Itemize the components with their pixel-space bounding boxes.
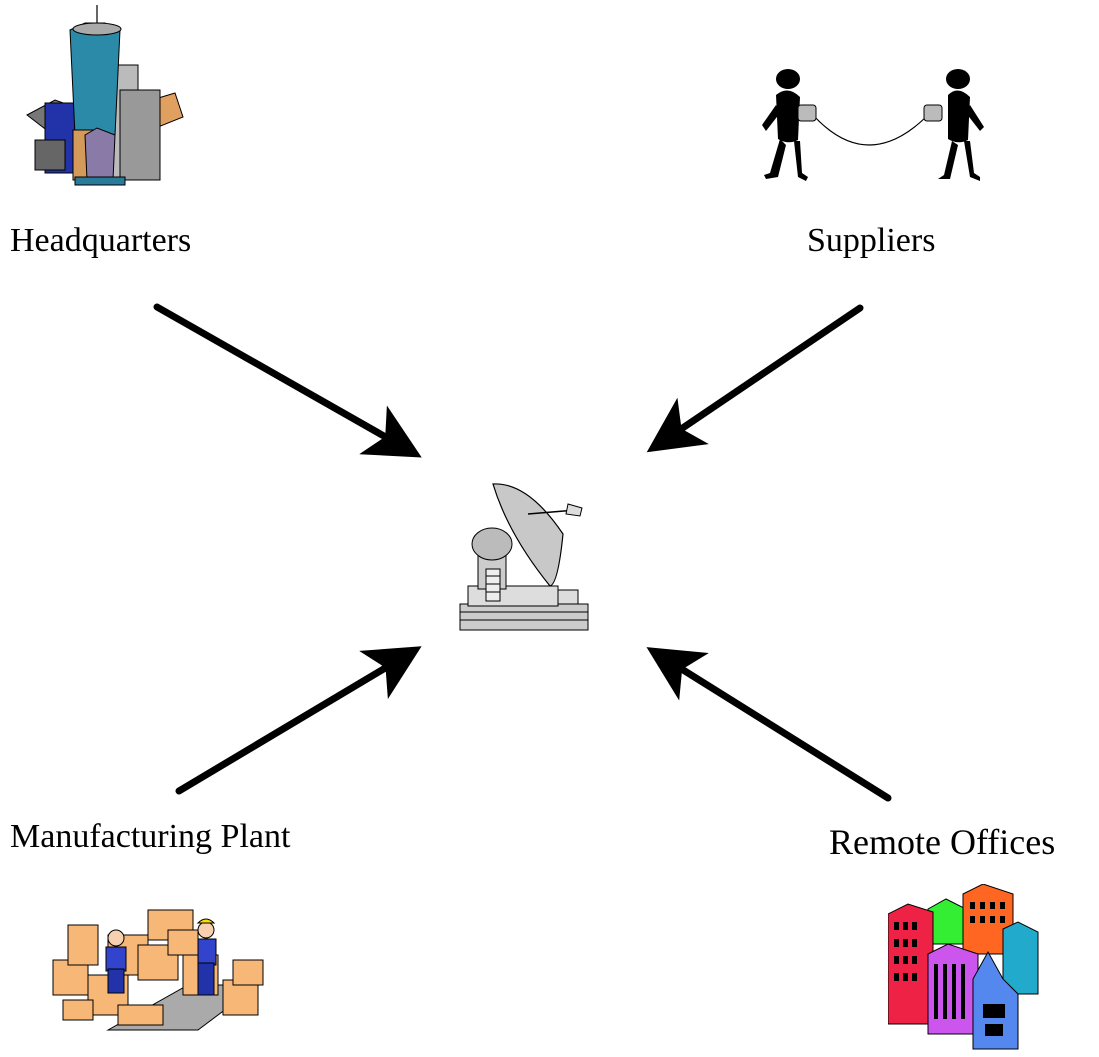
office-buildings-icon xyxy=(888,884,1039,1050)
headquarters-label: Headquarters xyxy=(10,222,192,259)
suppliers-label: Suppliers xyxy=(807,222,936,259)
satellite-dish-icon xyxy=(459,483,589,631)
skyscraper-city-icon xyxy=(26,5,184,186)
manufacturing-plant-label: Manufacturing Plant xyxy=(10,818,291,855)
arrow-manufacturing-to-hub xyxy=(175,646,422,795)
remote-offices-label: Remote Offices xyxy=(829,822,1056,862)
arrow-suppliers-to-hub xyxy=(646,304,864,453)
arrow-headquarters-to-hub xyxy=(153,303,422,458)
warehouse-workers-icon xyxy=(52,909,264,1031)
tin-can-telephone-icon xyxy=(762,69,984,181)
arrow-remote-to-hub xyxy=(646,647,892,802)
